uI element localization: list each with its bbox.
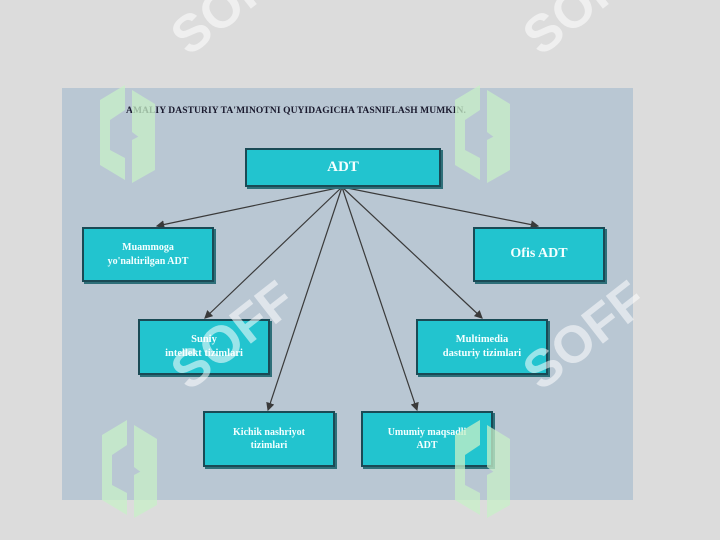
connector-arrows	[155, 186, 540, 412]
root-node-adt: ADT	[245, 148, 441, 187]
node-suniy-intellekt: Suniy intellekt tizimlari	[138, 319, 270, 375]
node-muammoga: Muammoga yo'naltirilgan ADT	[82, 227, 214, 282]
arrow-to-umumiy	[341, 186, 419, 412]
arrow-to-ofis	[341, 186, 540, 229]
arrow-to-muammoga	[155, 186, 343, 229]
slide: AMALIY DASTURIY TA'MINOTNI QUYIDAGICHA T…	[62, 88, 633, 500]
watermark-text: SOFF	[512, 0, 658, 67]
arrow-to-kichik	[266, 186, 343, 412]
node-umumiy-maqsadli: Umumiy maqsadli ADT	[361, 411, 493, 467]
node-multimedia: Multimedia dasturiy tizimlari	[416, 319, 548, 375]
node-kichik-nashriyot: Kichik nashriyot tizimlari	[203, 411, 335, 467]
node-ofis-adt: Ofis ADT	[473, 227, 605, 282]
arrow-to-multimedia	[341, 186, 483, 319]
watermark-text: SOFF	[160, 0, 306, 67]
slide-title: AMALIY DASTURIY TA'MINOTNI QUYIDAGICHA T…	[126, 106, 466, 116]
arrow-to-suniy	[204, 186, 343, 319]
